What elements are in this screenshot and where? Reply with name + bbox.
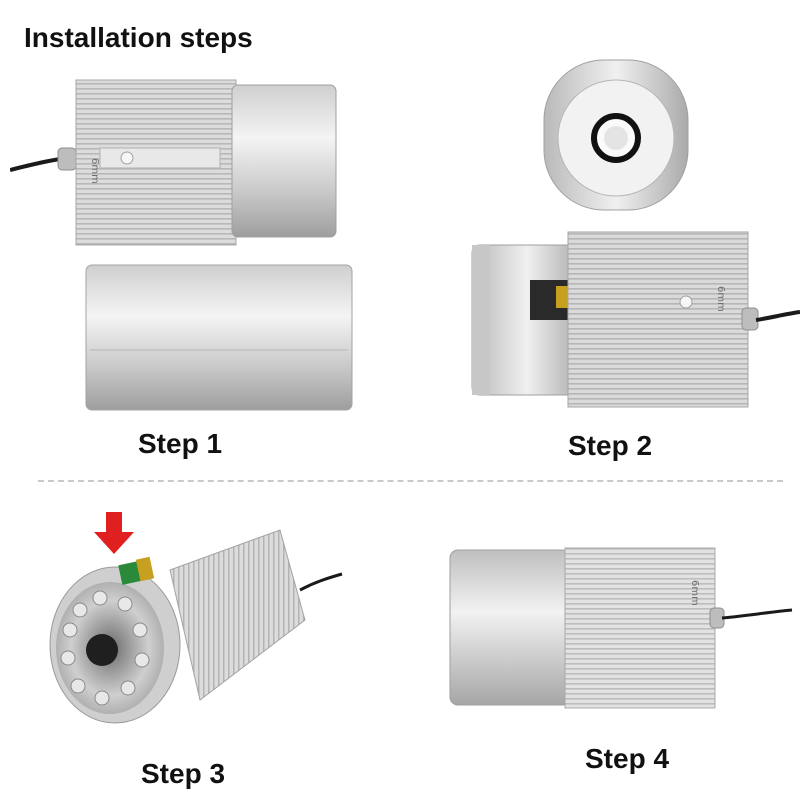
engraving-text: 6mm bbox=[89, 158, 100, 184]
step-3-label: Step 3 bbox=[141, 758, 226, 789]
step-4-illustration: 6mm bbox=[449, 547, 793, 709]
step-3-illustration bbox=[49, 512, 343, 724]
engraving-text: 6mm bbox=[689, 580, 700, 606]
down-arrow-icon bbox=[94, 512, 134, 554]
step-1-label: Step 1 bbox=[138, 428, 223, 459]
step-4-label: Step 4 bbox=[585, 743, 670, 774]
step-2-label: Step 2 bbox=[568, 430, 653, 461]
step-1-illustration: 6mm bbox=[10, 79, 353, 411]
step-2-illustration: 6mm bbox=[471, 59, 800, 408]
page-title: Installation steps bbox=[24, 22, 253, 53]
section-divider bbox=[38, 480, 783, 482]
engraving-text: 6mm bbox=[715, 286, 726, 312]
